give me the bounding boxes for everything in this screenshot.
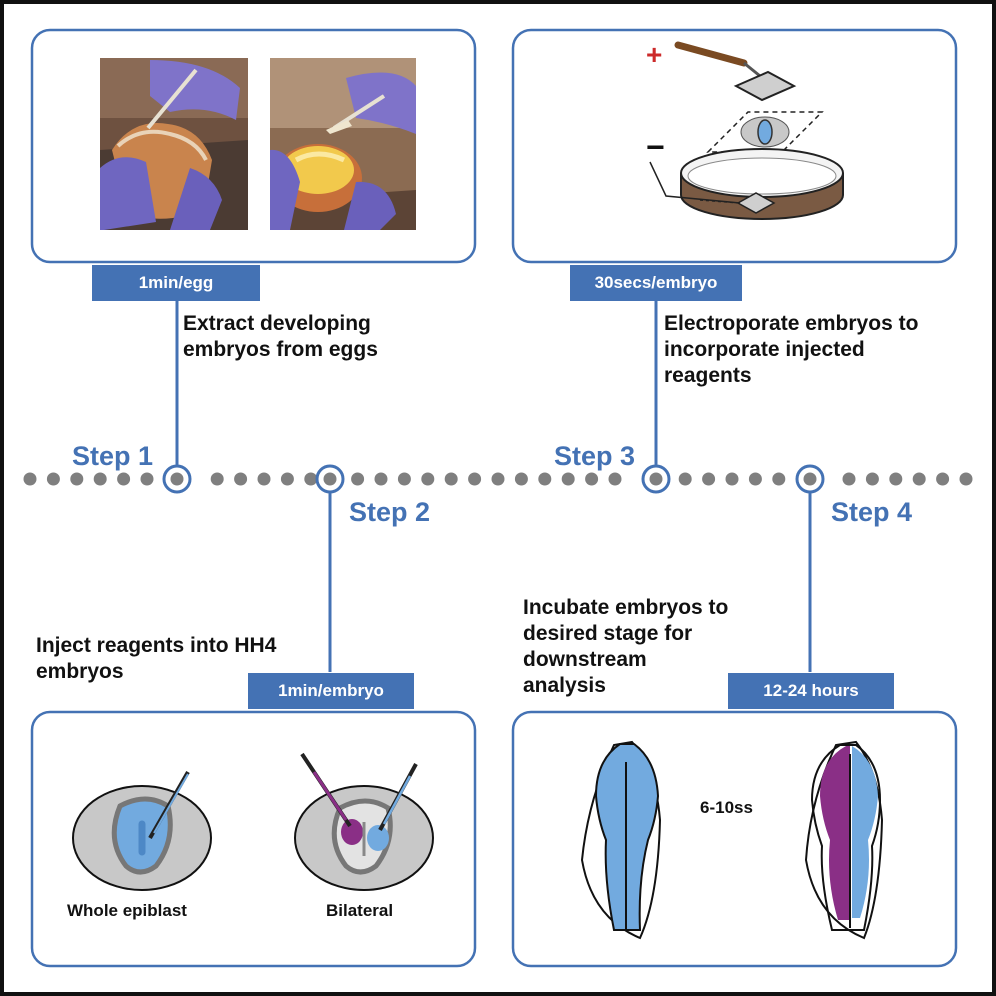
bilateral-illustration [294, 752, 434, 891]
step-4-marker [795, 464, 825, 494]
step-3-label: Step 3 [554, 441, 636, 471]
timeline-dot [93, 472, 107, 486]
positive-electrode-plate [733, 70, 797, 102]
step-2-description: Inject reagents into HH4 embryos [36, 634, 277, 683]
timeline-dot [70, 472, 84, 486]
timeline-dotted-line [23, 472, 973, 486]
timeline-dot [959, 472, 973, 486]
timeline-dot [889, 472, 903, 486]
stage-label: 6-10ss [700, 798, 753, 817]
step-1-label: Step 1 [72, 441, 154, 471]
embryo-bilateral [804, 740, 884, 940]
step-1-marker [162, 464, 192, 494]
timeline-dot [234, 472, 248, 486]
caption-bilateral: Bilateral [326, 901, 394, 920]
timeline-dot [585, 472, 599, 486]
timeline-dot [748, 472, 762, 486]
timeline-dot [257, 472, 271, 486]
embryo-outline [757, 119, 773, 145]
caption-whole-epiblast: Whole epiblast [67, 901, 187, 920]
step-4-description: Incubate embryos to desired stage for do… [523, 596, 729, 697]
step-4-label: Step 4 [831, 497, 913, 527]
step-2-marker [315, 464, 345, 494]
timeline-dot [140, 472, 154, 486]
timeline-dot [280, 472, 294, 486]
yolk-pouring-photo [270, 58, 416, 230]
timeline-dot [865, 472, 879, 486]
step-1-description: Extract developing embryos from eggs [183, 312, 378, 361]
time-tag-step-4: 12-24 hours [728, 673, 894, 709]
timeline-dot [444, 472, 458, 486]
negative-symbol: − [646, 129, 665, 165]
timeline-dot [421, 472, 435, 486]
timeline-dot [468, 472, 482, 486]
electroporation-illustration [649, 41, 844, 220]
panel-injection [30, 710, 477, 968]
timeline-dot [561, 472, 575, 486]
panel-incubation [511, 710, 958, 968]
negative-wire [649, 161, 741, 204]
positive-symbol: + [646, 39, 663, 70]
timeline-dot [608, 472, 622, 486]
timeline-dot [912, 472, 926, 486]
timeline-dot [702, 472, 716, 486]
embryo-blue-whole [580, 740, 662, 940]
panel-electroporation [511, 28, 958, 264]
timeline-dot [725, 472, 739, 486]
time-tag-step-2: 1min/embryo [248, 673, 414, 709]
timeline-dot [678, 472, 692, 486]
timeline-dot [23, 472, 37, 486]
timeline-dot [374, 472, 388, 486]
timeline-dot [491, 472, 505, 486]
timeline-dot [397, 472, 411, 486]
whole-epiblast-illustration [72, 771, 212, 891]
negative-electrode-plate [736, 192, 776, 214]
timeline-dot [117, 472, 131, 486]
time-tag-step-3: 30secs/embryo [570, 265, 742, 301]
timeline-dot [210, 472, 224, 486]
timeline-dot [842, 472, 856, 486]
time-tag-step-1: 1min/egg [92, 265, 260, 301]
timeline-dot [304, 472, 318, 486]
step-2-label: Step 2 [349, 497, 431, 527]
timeline-dot [538, 472, 552, 486]
egg-cracking-photo [100, 58, 248, 230]
timeline-dot [351, 472, 365, 486]
positive-electrode-handle [674, 41, 748, 67]
timeline-dot [46, 472, 60, 486]
timeline-dot [772, 472, 786, 486]
timeline-dot [514, 472, 528, 486]
step-3-description: Electroporate embryos to incorporate inj… [664, 312, 919, 387]
step-3-marker [641, 464, 671, 494]
timeline-dot [936, 472, 950, 486]
